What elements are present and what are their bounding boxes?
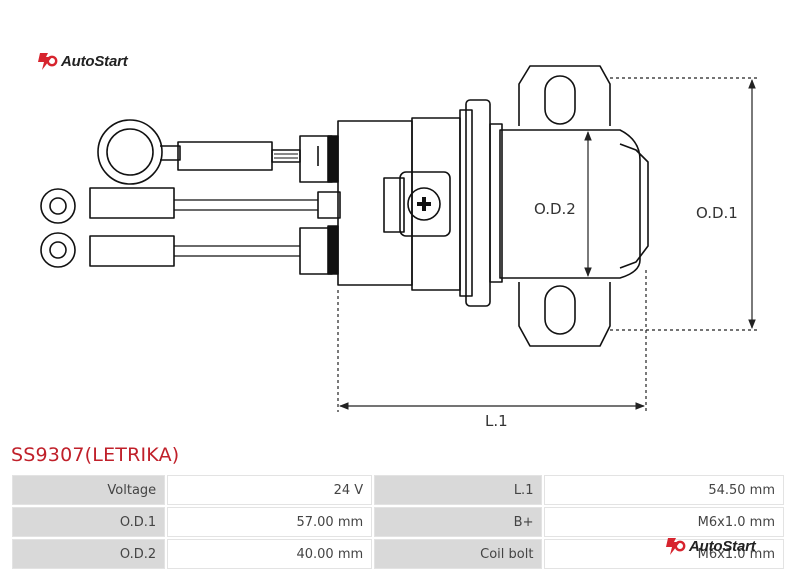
part-title: SS9307(LETRIKA) xyxy=(11,444,180,466)
spec-key: O.D.1 xyxy=(12,507,166,537)
autostart-logo-icon xyxy=(38,53,58,70)
spec-key: L.1 xyxy=(374,475,543,505)
brand-logo-top: AutoStart xyxy=(36,51,128,71)
solenoid-body xyxy=(499,129,641,279)
dimension-label-od1: O.D.1 xyxy=(696,204,738,222)
ring-terminal-large xyxy=(97,119,163,185)
spec-key: Coil bolt xyxy=(374,539,543,569)
brand-name: AutoStart xyxy=(689,537,756,555)
spec-key: B+ xyxy=(374,507,543,537)
autostart-logo-icon xyxy=(666,538,686,555)
solenoid-drawing: O.D.2 O.D.1 L.1 xyxy=(40,65,760,430)
spec-value: 40.00 mm xyxy=(167,539,373,569)
spec-key: O.D.2 xyxy=(12,539,166,569)
ring-terminal-small-1 xyxy=(40,188,76,224)
dimension-label-od2: O.D.2 xyxy=(534,200,576,218)
spec-table: Voltage 24 V L.1 54.50 mm O.D.1 57.00 mm… xyxy=(10,473,786,571)
spec-value: M6x1.0 mm xyxy=(544,507,784,537)
spec-value: M6x1.0 mm xyxy=(544,539,784,569)
table-row: Voltage 24 V L.1 54.50 mm xyxy=(12,475,784,505)
table-row: O.D.1 57.00 mm B+ M6x1.0 mm xyxy=(12,507,784,537)
spec-value: 54.50 mm xyxy=(544,475,784,505)
brand-name: AutoStart xyxy=(61,52,128,70)
screw-head xyxy=(407,187,441,221)
ring-terminal-small-2 xyxy=(40,232,76,268)
brand-logo-bottom: AutoStart xyxy=(664,536,756,556)
spec-value: 24 V xyxy=(167,475,373,505)
spec-key: Voltage xyxy=(12,475,166,505)
dimension-label-l1: L.1 xyxy=(485,412,508,430)
spec-value: 57.00 mm xyxy=(167,507,373,537)
table-row: O.D.2 40.00 mm Coil bolt M6x1.0 mm xyxy=(12,539,784,569)
